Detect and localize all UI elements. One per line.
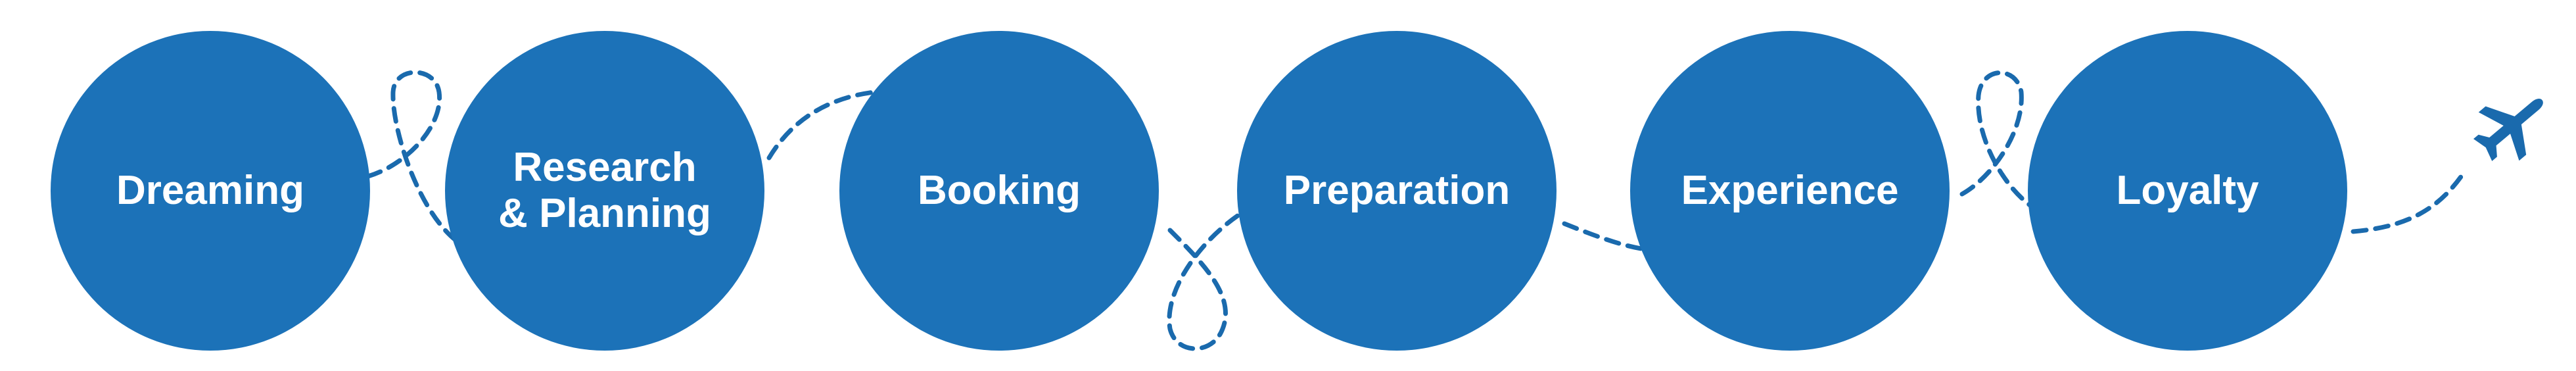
stage-label: Booking — [918, 168, 1081, 213]
stage-circle — [445, 31, 764, 351]
path-segment-6 — [2351, 168, 2468, 234]
stage-circle — [839, 31, 1159, 351]
stage-6: Loyalty — [2028, 31, 2347, 351]
stage-label: Dreaming — [116, 168, 304, 213]
stage-2: Research& Planning — [445, 31, 764, 351]
stage-label: Preparation — [1284, 168, 1510, 213]
stage-circle — [51, 31, 370, 351]
stage-5: Experience — [1630, 31, 1950, 351]
airplane-icon — [2473, 99, 2543, 161]
stage-3: Booking — [839, 31, 1159, 351]
stage-circle — [2028, 31, 2347, 351]
path-segment-1 — [365, 70, 463, 246]
path-segment-5 — [1959, 70, 2040, 213]
stage-4: Preparation — [1237, 31, 1557, 351]
stage-label: Loyalty — [2116, 168, 2259, 213]
stage-1: Dreaming — [51, 31, 370, 351]
stage-list: Dreaming Research& Planning Booking Prepara… — [51, 31, 2347, 351]
stage-circle — [1237, 31, 1557, 351]
stage-label: Research — [513, 145, 696, 190]
stage-label: & Planning — [498, 191, 711, 236]
path-segment-2 — [766, 89, 877, 161]
path-segment-3 — [1167, 208, 1248, 351]
stage-label: Experience — [1681, 168, 1899, 213]
travel-path — [365, 70, 2468, 351]
stage-circle — [1630, 31, 1950, 351]
